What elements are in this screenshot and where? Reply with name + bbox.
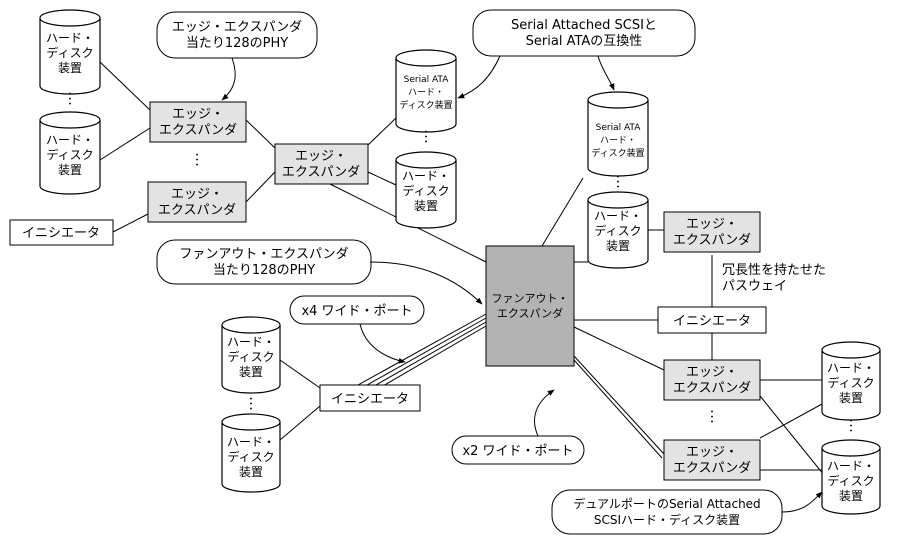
- initiator-box-bottom: [319, 384, 421, 412]
- ellipsis: ・・・: [192, 151, 201, 171]
- sata-cylinder-top-center: [395, 49, 457, 133]
- hdd-label: ハード・ディスク装置: [46, 31, 94, 75]
- hdd-cylinder-top-center: [395, 151, 457, 229]
- edge-expander-box-6: [663, 439, 761, 481]
- fanout-expander-box: [485, 245, 575, 367]
- hdd-cylinder-bottom-right-2: [821, 439, 881, 515]
- edge-expander-label: エッジ・エクスパンダ: [159, 107, 237, 138]
- ellipsis: ・・・: [65, 90, 74, 110]
- hdd-cylinder-bottom-right-1: [821, 341, 881, 421]
- callout-fanout-phy-text: ファンアウト・エクスパンダ当たり128のPHY: [179, 247, 348, 278]
- edge-expander-box-5: [663, 359, 761, 401]
- callout-x4-wide: [289, 295, 425, 325]
- ellipsis: ・・・: [707, 408, 716, 428]
- redundant-path-text: 冗長性を持たせたパスウェイ: [722, 263, 826, 294]
- hdd-cylinder-top-left-1: [39, 9, 101, 95]
- hdd-label: ハード・ディスク装置: [827, 459, 875, 503]
- edge-expander-box-2: [147, 181, 247, 223]
- callout-x4-wide-text: x4 ワイド・ポート: [301, 304, 412, 319]
- hdd-cylinder-top-left-2: [39, 111, 101, 195]
- fanout-expander-label: ファンアウト・エクスパンダ: [492, 292, 569, 320]
- hdd-label: ハード・ディスク装置: [402, 169, 450, 213]
- callout-sas-sata: [472, 9, 696, 57]
- hdd-label: ハード・ディスク装置: [827, 361, 875, 405]
- initiator-label: イニシエータ: [673, 314, 751, 329]
- hdd-label: ハード・ディスク装置: [227, 435, 275, 479]
- hdd-label: ハード・ディスク装置: [227, 335, 275, 379]
- initiator-label: イニシエータ: [331, 392, 409, 407]
- connection-lines: [99, 61, 825, 476]
- edge-expander-label: エッジ・エクスパンダ: [282, 149, 360, 180]
- edge-expander-label: エッジ・エクスパンダ: [158, 187, 236, 218]
- edge-expander-box-3: [274, 143, 369, 185]
- ellipsis: ・・・: [246, 395, 255, 415]
- initiator-box-right: [657, 306, 767, 334]
- hdd-cylinder-bottom-left-2: [221, 413, 281, 493]
- ellipsis: ・・・: [421, 128, 430, 148]
- initiator-label: イニシエータ: [22, 226, 100, 241]
- hdd-label: ハード・ディスク装置: [46, 133, 94, 177]
- edge-expander-label: エッジ・エクスパンダ: [673, 445, 751, 476]
- callout-x2-wide-text: x2 ワイド・ポート: [462, 444, 573, 459]
- edge-expander-box-4: [663, 211, 761, 253]
- initiator-box-left: [9, 219, 114, 246]
- callout-edge-phy-text: エッジ・エクスパンダ当たり128のPHY: [172, 20, 302, 51]
- sata-cylinder-right: [587, 91, 649, 177]
- hdd-cylinder-bottom-left-1: [221, 316, 281, 394]
- callout-arrows: [221, 55, 823, 513]
- edge-expander-box-1: [149, 101, 247, 143]
- callout-x2-wide: [451, 435, 585, 465]
- callout-edge-phy: [156, 11, 318, 59]
- edge-expander-label: エッジ・エクスパンダ: [673, 217, 751, 248]
- ellipsis: ・・・: [613, 173, 622, 193]
- edge-expander-label: エッジ・エクスパンダ: [673, 365, 751, 396]
- ellipsis: ・・・: [846, 417, 855, 437]
- hdd-cylinder-right: [587, 191, 649, 269]
- hdd-label: ハード・ディスク装置: [594, 209, 642, 253]
